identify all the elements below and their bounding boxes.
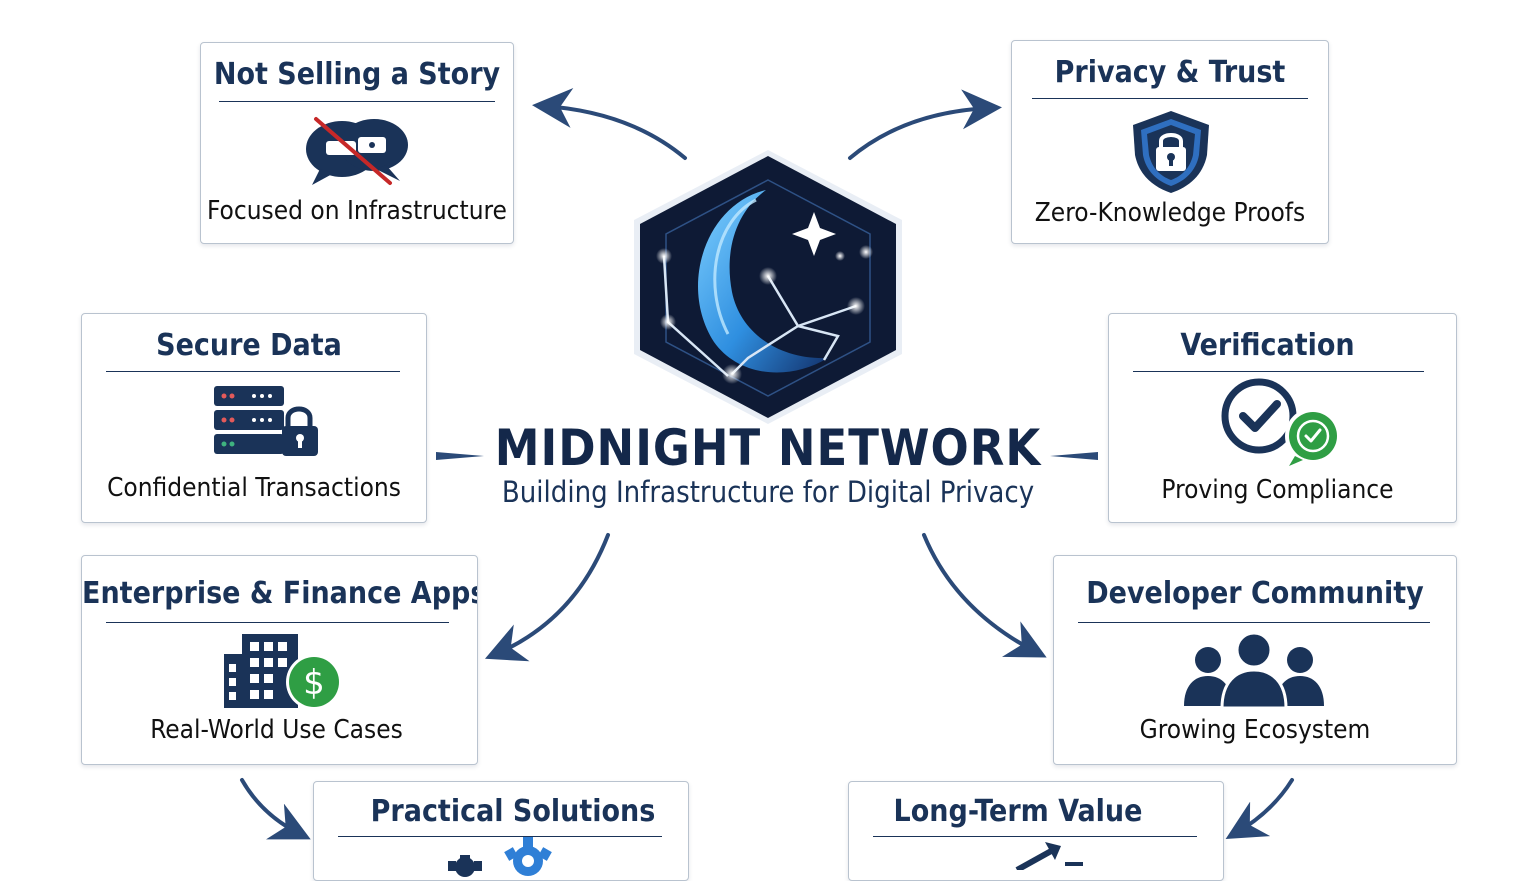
- card-subtitle: Real-World Use Cases: [150, 715, 403, 745]
- card-title: Practical Solutions: [370, 794, 656, 829]
- arrow-to-privacy: [848, 89, 1002, 160]
- divider: [106, 371, 400, 372]
- moon-constellation-hexagon-icon: [634, 150, 902, 424]
- card-title: Enterprise & Finance Apps: [82, 576, 478, 611]
- divider: [1032, 98, 1308, 99]
- connector-arrows: [240, 88, 1294, 840]
- gears-icon: [448, 837, 552, 877]
- server-lock-icon: [214, 386, 318, 456]
- building-dollar-icon: $: [224, 634, 342, 710]
- card-subtitle: Zero-Knowledge Proofs: [1034, 198, 1306, 228]
- divider: [1133, 371, 1424, 372]
- card-subtitle: Proving Compliance: [1161, 475, 1394, 505]
- card-enterprise-finance-apps: Enterprise & Finance Apps $ Real-World U…: [81, 555, 478, 765]
- divider: [106, 622, 449, 623]
- card-title: Secure Data: [156, 328, 342, 363]
- card-privacy-trust: Privacy & Trust Zero-Knowledge Proofs: [1011, 40, 1329, 244]
- divider: [338, 836, 662, 837]
- connector-left: [436, 452, 484, 460]
- card-title: Verification: [1180, 328, 1355, 363]
- card-title: Developer Community: [1086, 576, 1424, 611]
- card-subtitle: Confidential Transactions: [107, 473, 401, 503]
- shield-lock-icon: [1133, 111, 1209, 193]
- connector-right: [1050, 452, 1098, 460]
- arrow-to-story: [532, 88, 687, 160]
- divider: [873, 836, 1197, 837]
- arrow-to-enterprise: [484, 533, 610, 662]
- card-not-selling-a-story: Not Selling a Story Focused on Infrastru…: [200, 42, 514, 244]
- card-title: Privacy & Trust: [1054, 55, 1286, 90]
- center-subtitle: Building Infrastructure for Digital Priv…: [501, 475, 1035, 509]
- divider: [1078, 622, 1430, 623]
- arrow-to-developer: [922, 533, 1047, 658]
- people-group-icon: [1184, 631, 1324, 708]
- card-subtitle: Growing Ecosystem: [1139, 715, 1371, 745]
- card-title: Long-Term Value: [893, 794, 1143, 829]
- check-circle-badge-icon: [1221, 378, 1341, 466]
- card-developer-community: Developer Community Growing Ecosystem: [1053, 555, 1457, 765]
- card-title: Not Selling a Story: [213, 57, 501, 92]
- arrow-to-practical: [240, 778, 311, 840]
- arrow-to-longterm: [1225, 778, 1294, 840]
- divider: [219, 101, 495, 102]
- card-secure-data: Secure Data Confidential Transactions: [81, 313, 427, 523]
- card-subtitle: Focused on Infrastructure: [207, 196, 507, 226]
- center-title: MIDNIGHT NETWORK: [494, 419, 1042, 477]
- growth-arrow-icon: [1015, 842, 1083, 870]
- card-verification: Verification Proving Compliance: [1108, 313, 1457, 523]
- card-practical-solutions: Practical Solutions: [313, 781, 689, 881]
- crossed-out-speech-bubbles-icon: [306, 117, 408, 185]
- svg-text:$: $: [303, 663, 325, 703]
- card-long-term-value: Long-Term Value: [848, 781, 1224, 881]
